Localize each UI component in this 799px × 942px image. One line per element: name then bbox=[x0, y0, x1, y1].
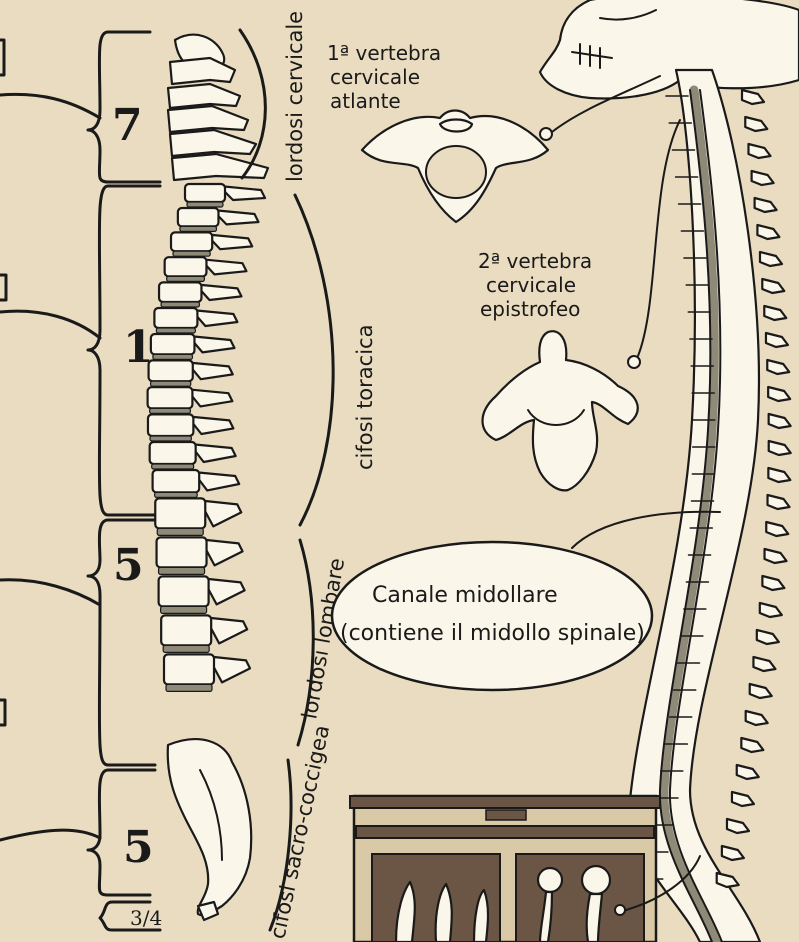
count-sacral: 5 bbox=[123, 822, 154, 873]
spinous-process bbox=[741, 738, 763, 752]
atlas-vertebra bbox=[362, 111, 552, 223]
spinous-process bbox=[762, 279, 784, 293]
spinous-process bbox=[769, 414, 791, 428]
atlas-label-line3: atlante bbox=[330, 89, 401, 113]
vertebra bbox=[185, 184, 265, 207]
vertebra bbox=[171, 232, 252, 256]
spinous-process bbox=[746, 711, 768, 725]
label-cifosi-sacro-coccigea: cifosi sacro-coccigea bbox=[265, 723, 334, 941]
axis-label-line1: 2ª vertebra bbox=[478, 249, 592, 273]
spinous-process bbox=[757, 630, 779, 644]
vertebra bbox=[148, 387, 233, 413]
spinous-process bbox=[765, 549, 787, 563]
count-cervical: 7 bbox=[112, 100, 143, 151]
vertebra bbox=[164, 654, 250, 691]
spinous-process bbox=[769, 441, 791, 455]
atlas-label: 1ª vertebra cervicale atlante bbox=[327, 41, 441, 113]
axis-label: 2ª vertebra cervicale epistrofeo bbox=[478, 249, 592, 321]
spinous-process bbox=[717, 873, 739, 887]
spinous-process bbox=[752, 171, 774, 185]
vertebra bbox=[150, 442, 236, 469]
spinous-process bbox=[768, 387, 790, 401]
spinous-process bbox=[768, 495, 790, 509]
atlas-label-line1: 1ª vertebra bbox=[327, 41, 441, 65]
spinous-process bbox=[768, 468, 790, 482]
axis-vertebra bbox=[483, 331, 641, 490]
spinous-process bbox=[757, 225, 779, 239]
spinous-process bbox=[766, 522, 788, 536]
vertebra bbox=[165, 257, 247, 281]
label-cifosi-toracica: cifosi toracica bbox=[353, 325, 377, 470]
vertebra bbox=[159, 282, 241, 307]
sacrum bbox=[168, 739, 251, 915]
axis-label-line2: cervicale bbox=[486, 273, 576, 297]
spinous-process bbox=[748, 144, 770, 158]
vertebra-stack bbox=[148, 184, 265, 691]
canal-label-line2: (contiene il midollo spinale) bbox=[340, 621, 645, 646]
spinous-process bbox=[767, 360, 789, 374]
spinous-process bbox=[760, 603, 782, 617]
spinous-process bbox=[753, 657, 775, 671]
spinous-process bbox=[727, 819, 749, 833]
spinous-process bbox=[745, 117, 767, 131]
vertebra bbox=[178, 208, 259, 231]
spinous-process bbox=[764, 306, 786, 320]
vertebra bbox=[153, 470, 240, 497]
vertebra bbox=[149, 360, 233, 386]
vertebra bbox=[155, 498, 241, 535]
skull bbox=[540, 0, 799, 98]
label-lordosi-cervicale: lordosi cervicale bbox=[283, 11, 307, 182]
spinous-process bbox=[750, 684, 772, 698]
spinous-process bbox=[737, 765, 759, 779]
axis-label-line3: epistrofeo bbox=[480, 297, 580, 321]
spinous-process bbox=[762, 576, 784, 590]
vertebra bbox=[161, 615, 247, 652]
left-edge-connectors bbox=[0, 40, 100, 840]
cabinet bbox=[350, 796, 700, 942]
spinous-process bbox=[760, 252, 782, 266]
count-lumbar: 5 bbox=[113, 540, 144, 591]
spinous-process bbox=[722, 846, 744, 860]
spinous-process bbox=[742, 90, 764, 104]
vertebra bbox=[159, 576, 245, 613]
canal-label-line1: Canale midollare bbox=[372, 583, 558, 608]
vertebra bbox=[148, 414, 233, 441]
vertebra bbox=[151, 334, 235, 359]
count-coccygeal: 3/4 bbox=[130, 906, 162, 930]
vertebra bbox=[157, 537, 243, 574]
spinous-process bbox=[766, 333, 788, 347]
spinous-process bbox=[755, 198, 777, 212]
atlas-label-line2: cervicale bbox=[330, 65, 420, 89]
region-brackets bbox=[88, 32, 160, 930]
vertebra bbox=[154, 308, 237, 333]
spinous-process bbox=[732, 792, 754, 806]
canal-bubble: Canale midollare (contiene il midollo sp… bbox=[332, 542, 652, 690]
